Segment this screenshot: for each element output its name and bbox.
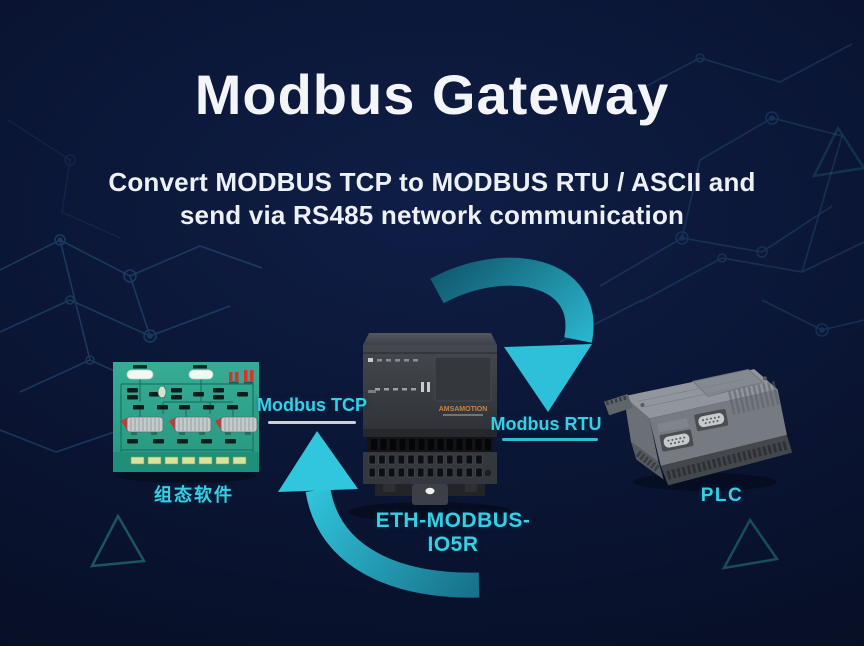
scada-software-image xyxy=(113,362,259,477)
subtitle-line-2: send via RS485 network communication xyxy=(179,200,685,230)
page-title: Modbus Gateway xyxy=(194,63,670,126)
triangle-icon xyxy=(721,517,780,570)
triangle-icon xyxy=(811,125,864,178)
plc-device-image xyxy=(600,345,800,500)
modbus-tcp-label: Modbus TCP xyxy=(257,395,367,415)
modbus-rtu-underline xyxy=(502,438,598,441)
gateway-caption: ETH-MODBUS-IO5R xyxy=(375,509,531,556)
gateway-device-image: AMSAMOTION xyxy=(355,327,505,514)
modbus-tcp-underline xyxy=(268,421,356,424)
modbus-rtu-label: Modbus RTU xyxy=(490,414,602,434)
page-subtitle: Convert MODBUS TCP to MODBUS RTU / ASCII… xyxy=(0,166,864,232)
scada-software-caption: 组态软件 xyxy=(154,485,234,505)
subtitle-line-1: Convert MODBUS TCP to MODBUS RTU / ASCII… xyxy=(108,167,756,197)
gateway-brand-text: AMSAMOTION xyxy=(439,406,488,413)
triangle-icon xyxy=(89,513,147,568)
plc-caption: PLC xyxy=(700,485,744,506)
